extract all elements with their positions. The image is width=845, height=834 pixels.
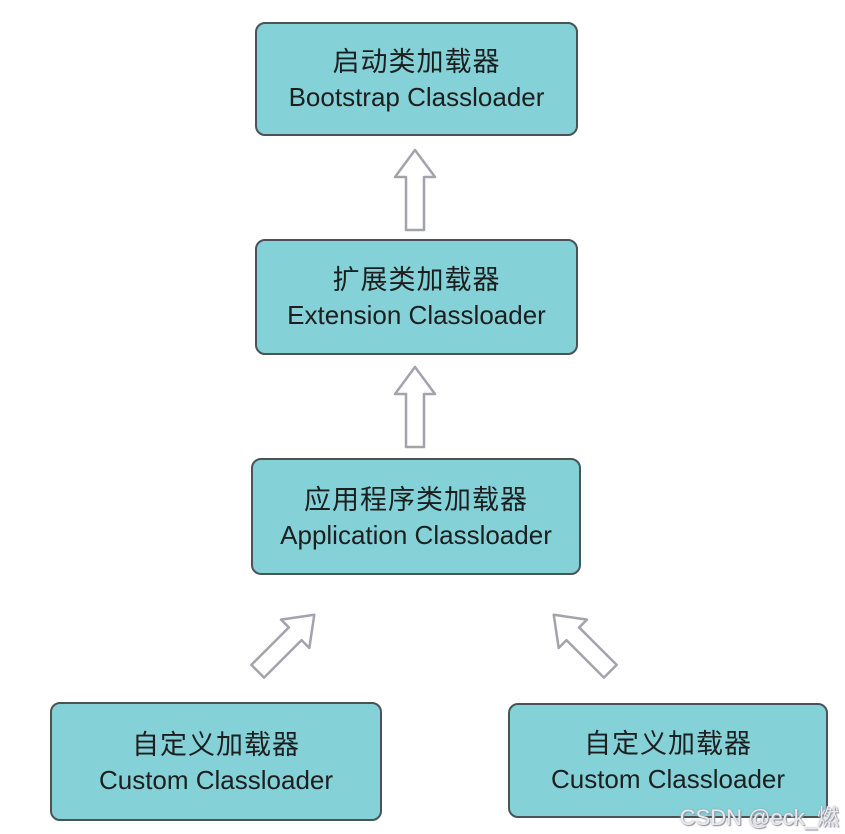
node-extension-classloader: 扩展类加载器 Extension Classloader <box>255 239 578 355</box>
node-label-en: Custom Classloader <box>550 763 786 794</box>
watermark: CSDN @eck_燃 <box>679 805 839 830</box>
arrow-up-icon <box>393 148 437 232</box>
node-custom-classloader-left: 自定义加载器 Custom Classloader <box>50 702 382 821</box>
node-custom-classloader-right: 自定义加载器 Custom Classloader <box>508 703 828 818</box>
arrow-up-icon <box>393 365 437 449</box>
arrow-up-right-icon <box>241 598 332 689</box>
arrow-up-left-icon <box>537 598 628 689</box>
node-application-classloader: 应用程序类加载器 Application Classloader <box>251 458 581 575</box>
node-label-en: Custom Classloader <box>98 764 334 795</box>
node-label-zh: 启动类加载器 <box>332 47 501 77</box>
node-label-en: Application Classloader <box>280 519 552 550</box>
node-label-zh: 自定义加载器 <box>584 728 752 759</box>
node-label-zh: 扩展类加载器 <box>332 265 501 295</box>
node-label-en: Extension Classloader <box>287 300 546 330</box>
node-label-zh: 应用程序类加载器 <box>304 484 528 515</box>
node-bootstrap-classloader: 启动类加载器 Bootstrap Classloader <box>255 22 578 136</box>
node-label-en: Bootstrap Classloader <box>288 82 545 112</box>
node-label-zh: 自定义加载器 <box>132 729 300 760</box>
